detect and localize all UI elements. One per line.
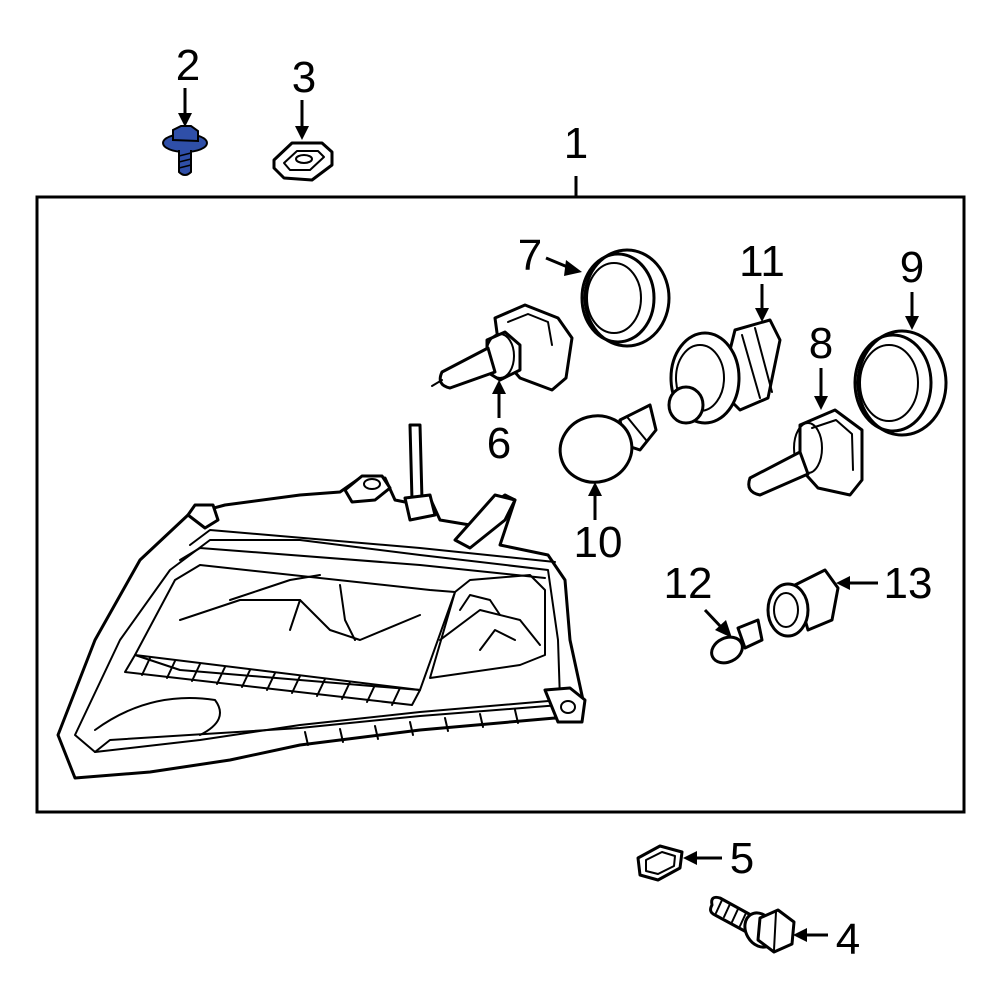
callout-4[interactable]: 4	[836, 915, 860, 964]
arrowhead-9	[905, 316, 919, 330]
callout-12[interactable]: 12	[664, 559, 713, 608]
callout-7[interactable]: 7	[518, 231, 542, 280]
callout-13[interactable]: 13	[884, 559, 933, 608]
part-5-clip[interactable]	[636, 844, 684, 882]
part-10-wedge-bulb[interactable]	[553, 403, 658, 490]
callout-2[interactable]: 2	[176, 41, 200, 90]
callout-10[interactable]: 10	[574, 518, 623, 567]
arrowhead-11	[755, 308, 769, 322]
headlamp-housing[interactable]	[56, 423, 587, 780]
callout-6[interactable]: 6	[487, 419, 511, 468]
part-2-bolt[interactable]	[162, 125, 208, 176]
arrowhead-3	[295, 126, 309, 140]
arrowhead-8	[814, 396, 828, 410]
callout-5[interactable]: 5	[730, 834, 754, 883]
part-12-small-bulb[interactable]	[707, 618, 764, 668]
part-3-clip-nut[interactable]	[272, 141, 334, 182]
arrowhead-2	[178, 113, 192, 127]
callout-1[interactable]: 1	[564, 119, 588, 168]
arrowhead-12	[715, 620, 732, 638]
part-6-halogen-bulb[interactable]	[431, 303, 574, 392]
callout-3[interactable]: 3	[292, 53, 316, 102]
callout-11[interactable]: 11	[739, 237, 785, 286]
part-11-bulb-socket[interactable]	[667, 318, 782, 425]
arrowhead-6	[492, 380, 506, 394]
arrowhead-7	[564, 260, 582, 276]
part-4-bolt[interactable]	[709, 895, 796, 954]
part-8-halogen-bulb[interactable]	[747, 408, 864, 497]
arrowhead-10	[588, 482, 602, 496]
callout-9[interactable]: 9	[900, 243, 924, 292]
part-9-seal-ring[interactable]	[853, 329, 948, 437]
arrowhead-13	[836, 576, 850, 590]
arrowhead-5	[683, 851, 697, 865]
leader-12	[703, 608, 724, 630]
part-7-seal-ring[interactable]	[580, 248, 671, 348]
assembly-frame	[35, 195, 966, 814]
arrowhead-4	[793, 928, 807, 942]
part-13-small-socket[interactable]	[766, 568, 840, 638]
callout-8[interactable]: 8	[809, 319, 833, 368]
